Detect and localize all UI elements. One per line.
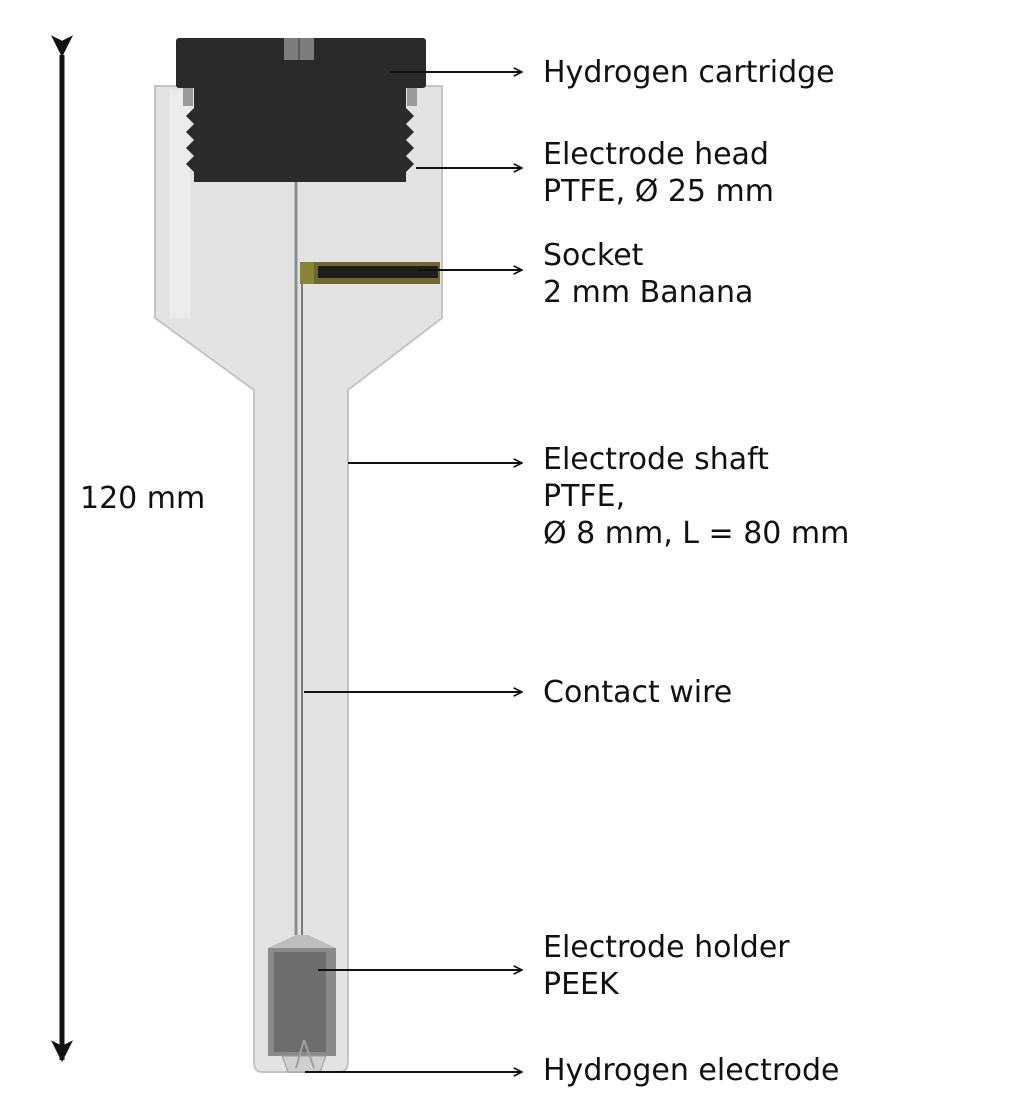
label-socket-line2: 2 mm Banana: [543, 275, 754, 310]
label-electrode-shaft-line3: Ø 8 mm, L = 80 mm: [543, 516, 850, 551]
dimension-label: 120 mm: [80, 481, 206, 516]
label-hydrogen-cartridge-line1: Hydrogen cartridge: [543, 55, 835, 90]
label-contact-wire: Contact wire: [543, 674, 732, 711]
label-electrode-holder-line2: PEEK: [543, 967, 619, 1002]
hydrogen-cartridge: [176, 38, 426, 182]
label-electrode-shaft-line2: PTFE,: [543, 479, 626, 514]
socket: [300, 262, 440, 284]
label-electrode-holder: Electrode holder PEEK: [543, 929, 790, 1003]
label-electrode-holder-line1: Electrode holder: [543, 930, 790, 965]
electrode-body: [154, 85, 443, 1073]
head-shading: [170, 90, 190, 318]
label-electrode-head-line2: PTFE, Ø 25 mm: [543, 174, 775, 209]
label-hydrogen-electrode-line1: Hydrogen electrode: [543, 1053, 840, 1088]
electrode-holder: [268, 935, 336, 1056]
label-electrode-head: Electrode head PTFE, Ø 25 mm: [543, 136, 774, 210]
label-hydrogen-cartridge: Hydrogen cartridge: [543, 54, 835, 91]
label-hydrogen-electrode: Hydrogen electrode: [543, 1052, 839, 1089]
hydrogen-electrode: [281, 1039, 327, 1073]
label-socket: Socket 2 mm Banana: [543, 237, 753, 311]
label-electrode-head-line1: Electrode head: [543, 137, 769, 172]
label-socket-line1: Socket: [543, 238, 644, 273]
label-electrode-shaft-line1: Electrode shaft: [543, 442, 769, 477]
label-electrode-shaft: Electrode shaft PTFE, Ø 8 mm, L = 80 mm: [543, 441, 849, 552]
label-contact-wire-line1: Contact wire: [543, 675, 733, 710]
